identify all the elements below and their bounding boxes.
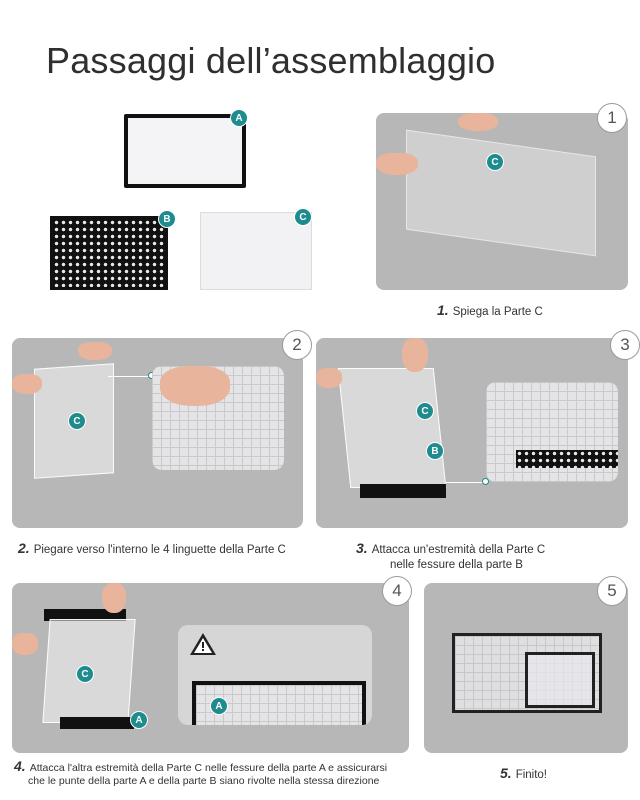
step-2-caption: 2.Piegare verso l'interno le 4 linguette… (18, 540, 286, 557)
step-4-part-b-base (60, 717, 134, 729)
step-2-badge: 2 (282, 330, 312, 360)
step-3-hand-left (316, 368, 342, 388)
step-5-panel (424, 583, 628, 753)
step-4-part-c-label: C (76, 665, 94, 683)
step-3-detail-part-b (516, 450, 618, 468)
step-5-door (525, 652, 595, 708)
step-2-hand-left (12, 374, 42, 394)
step-1-hand-left (376, 153, 418, 175)
step-3-caption: 3.Attacca un'estremità della Parte C nel… (356, 540, 546, 572)
step-3-panel: C B (316, 338, 628, 528)
step-5-badge: 5 (597, 576, 627, 606)
step-4-detail-inset: A (178, 625, 372, 725)
step-3-leader-marker (482, 478, 489, 485)
step-4-badge: 4 (382, 576, 412, 606)
part-a-illustration (124, 114, 246, 188)
step-2-detail-inset (152, 366, 284, 470)
part-c-illustration (200, 212, 312, 290)
step-3-hand-right (402, 338, 428, 372)
part-b-illustration (50, 216, 168, 290)
step-3-box (337, 368, 447, 488)
step-4-part-a-label: A (130, 711, 148, 729)
step-2-part-c-label: C (68, 412, 86, 430)
step-4-hand-left (12, 633, 38, 655)
step-4-caption: 4.Attacca l'altra estremità della Parte … (14, 758, 388, 787)
step-3-badge: 3 (610, 330, 640, 360)
step-4-hand-right (102, 583, 126, 613)
step-1-badge: 1 (597, 103, 627, 133)
step-3-part-b-base (360, 484, 446, 498)
step-4-part-a-top (44, 609, 126, 621)
step-5-caption: 5.Finito! (500, 765, 548, 782)
step-5-finished-box (452, 633, 602, 713)
step-2-panel: C (12, 338, 303, 528)
step-1-box (406, 129, 596, 257)
step-1-hand-right (458, 113, 498, 131)
part-a-label: A (230, 109, 248, 127)
step-2-detail-hand (160, 366, 230, 406)
step-1-caption: 1.Spiega la Parte C (437, 302, 543, 319)
step-1-panel: C (376, 113, 628, 290)
step-1-part-c-label: C (486, 153, 504, 171)
step-3-part-b-label: B (426, 442, 444, 460)
step-2-leader-line (108, 376, 152, 377)
page-title: Passaggi dell’assemblaggio (46, 40, 496, 81)
step-4-detail-part-a-label: A (210, 697, 228, 715)
step-3-leader-line (446, 482, 484, 483)
step-3-detail-inset (486, 382, 618, 482)
part-c-label: C (294, 208, 312, 226)
warning-triangle-icon (190, 633, 216, 655)
step-4-panel: C A A (12, 583, 409, 753)
part-b-label: B (158, 210, 176, 228)
step-2-hand-right (78, 342, 112, 360)
step-3-part-c-label: C (416, 402, 434, 420)
